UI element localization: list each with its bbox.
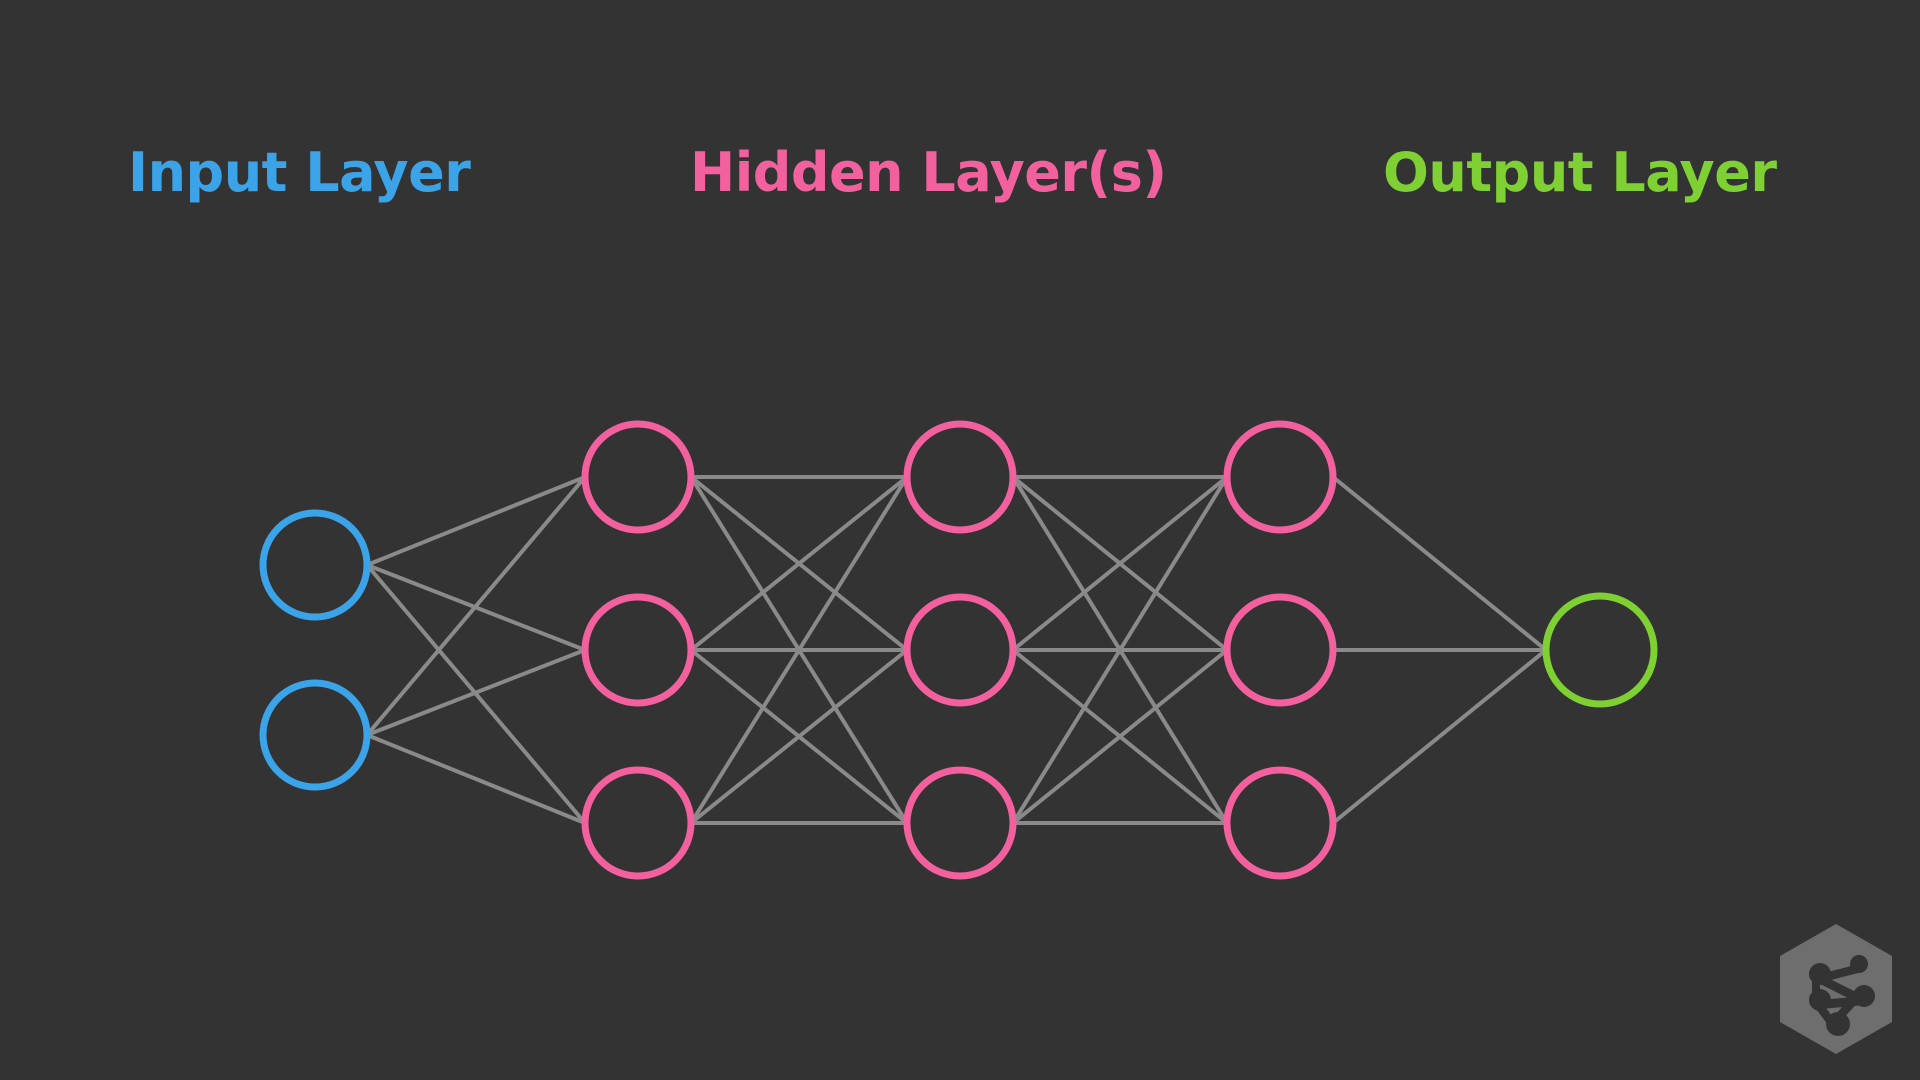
edges-group [365, 475, 1548, 825]
node-hidden-1-1 [581, 420, 695, 534]
edge-hidden-1-1-to-hidden-2-0 [689, 475, 909, 652]
node-hidden-3-2 [1223, 593, 1337, 707]
node-input-1 [259, 509, 371, 621]
edge-hidden-2-2-to-hidden-3-0 [1011, 475, 1229, 825]
node-hidden-2-1 [903, 420, 1017, 534]
edge-hidden-2-1-to-hidden-3-0 [1011, 475, 1229, 652]
node-hidden-3-3 [1223, 766, 1337, 880]
node-hidden-1-2 [581, 593, 695, 707]
edge-input-1-to-hidden-1-1 [366, 648, 586, 737]
layer-label-hidden-text: Hidden Layer(s) [690, 141, 1167, 204]
layer-label-input: Input Layer [128, 146, 471, 200]
layer-label-hidden: Hidden Layer(s) [690, 146, 1167, 200]
node-hidden-1-3 [581, 766, 695, 880]
layer-label-output-text: Output Layer [1383, 141, 1777, 204]
node-hidden-3-1 [1223, 420, 1337, 534]
edge-hidden-2-2-to-hidden-3-1 [1011, 648, 1229, 825]
node-input-2 [259, 679, 371, 791]
nodes-group [259, 420, 1658, 880]
node-output-1 [1542, 592, 1658, 708]
edge-hidden-1-2-to-hidden-2-1 [689, 648, 909, 825]
edge-hidden-1-2-to-hidden-2-0 [689, 475, 909, 825]
edge-input-1-to-hidden-1-0 [365, 475, 587, 737]
layer-label-output: Output Layer [1383, 146, 1777, 200]
edge-input-0-to-hidden-1-0 [366, 475, 586, 567]
edge-input-1-to-hidden-1-2 [366, 733, 586, 825]
layer-label-input-text: Input Layer [128, 141, 471, 204]
edge-hidden-3-0-to-output-0 [1331, 475, 1548, 652]
edge-hidden-3-2-to-output-0 [1331, 648, 1548, 825]
node-hidden-2-2 [903, 593, 1017, 707]
hexagon-neuron-logo-icon [1780, 924, 1892, 1054]
node-hidden-2-3 [903, 766, 1017, 880]
